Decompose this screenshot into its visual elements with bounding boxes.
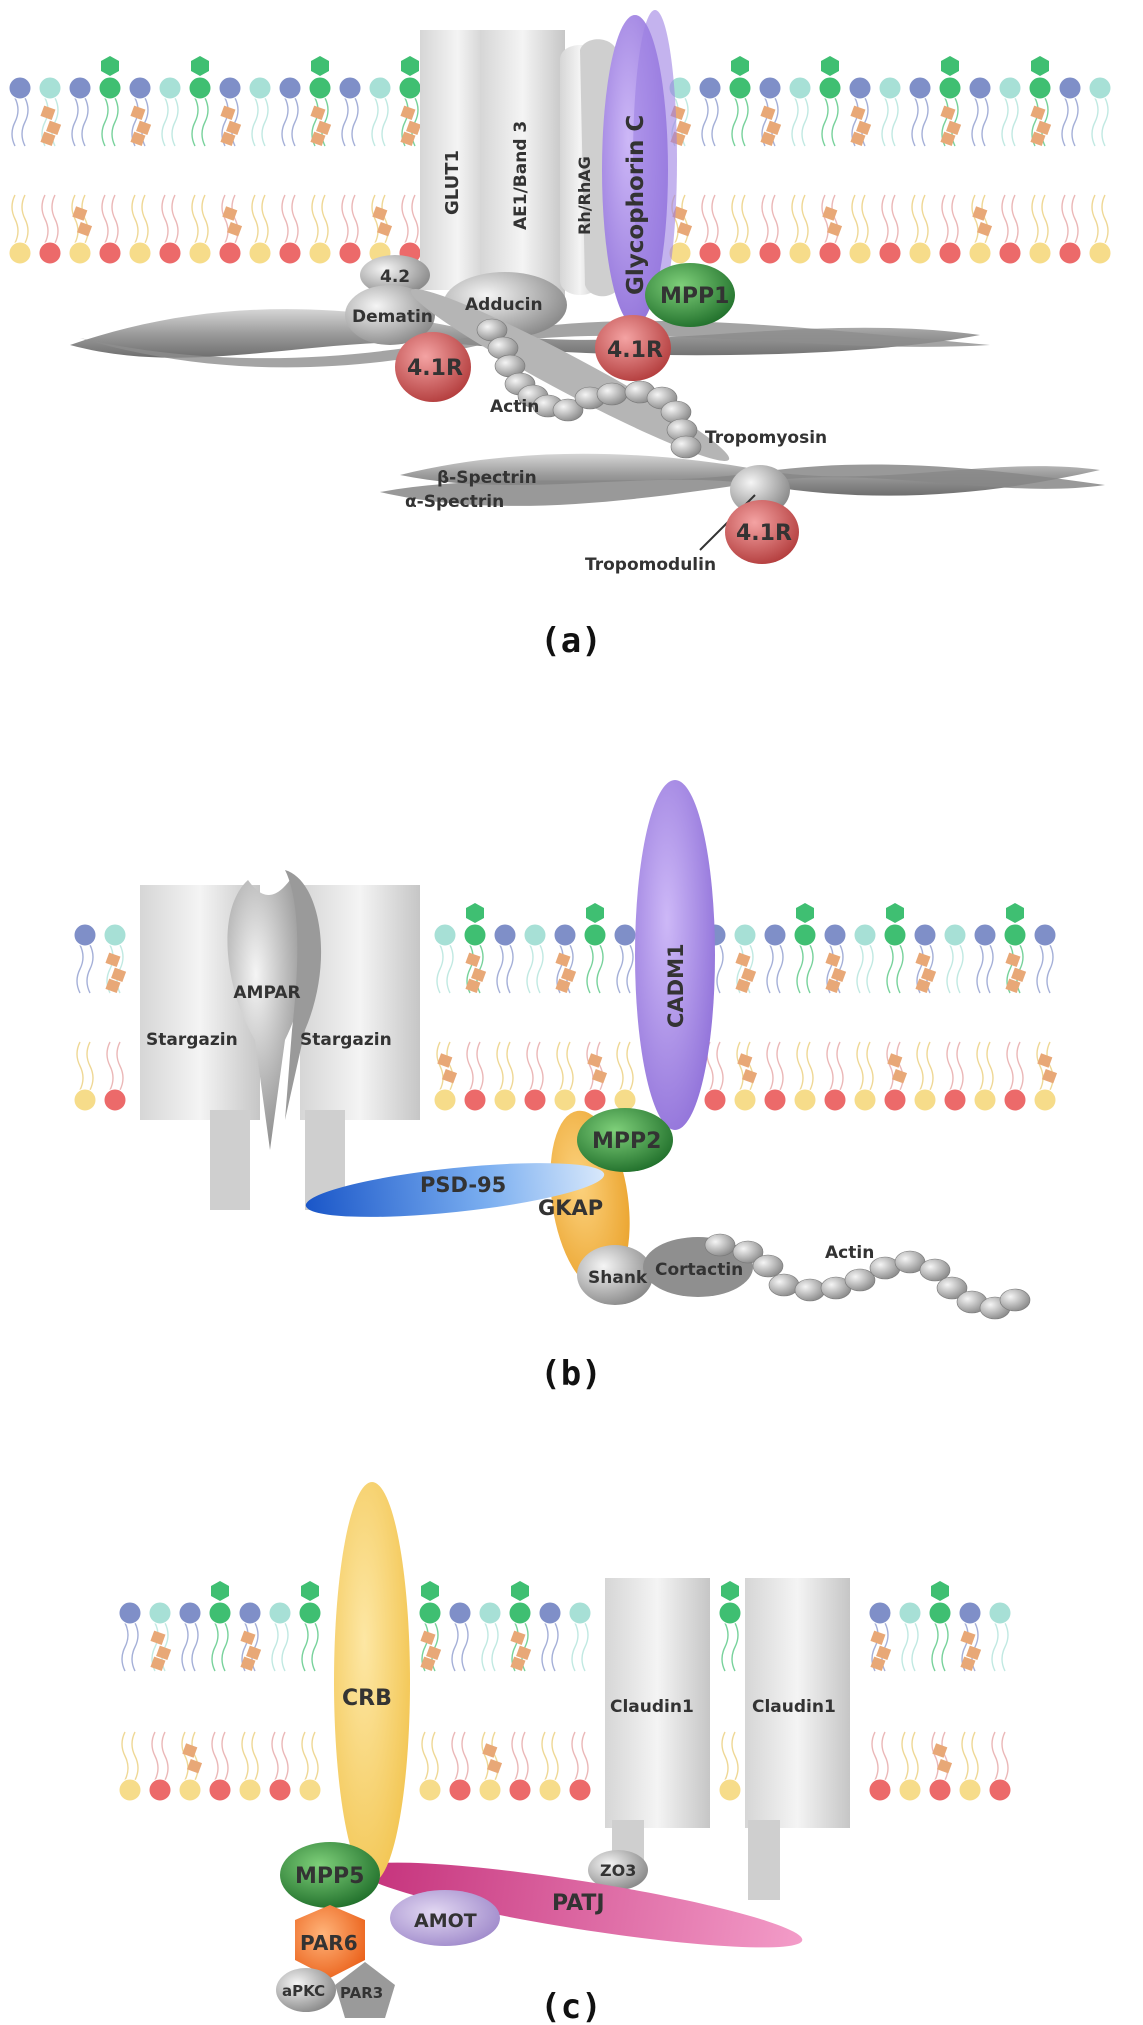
bilayer-panel-c bbox=[118, 1581, 1012, 1802]
panel-c-caption: (c) bbox=[540, 1987, 601, 2025]
glycophorin-c-label: Glycophorin C bbox=[623, 115, 649, 295]
ampar-receptor-right bbox=[285, 870, 322, 1120]
panel-a-erythrocyte-complex: GLUT1 AE1/Band 3 Rh/RhAG Glycophorin C 4… bbox=[70, 10, 1105, 661]
amot-protein bbox=[390, 1890, 500, 1946]
claudin1-right-tail bbox=[748, 1820, 780, 1900]
mpp5-protein bbox=[280, 1842, 380, 1908]
apkc-label: aPKC bbox=[282, 1982, 325, 2000]
zo3-protein bbox=[588, 1850, 648, 1890]
ampar-receptor bbox=[227, 880, 309, 1150]
patj-protein bbox=[357, 1862, 803, 1948]
actin-label-b: Actin bbox=[825, 1243, 874, 1263]
panel-a-caption: (a) bbox=[540, 621, 601, 661]
panel-b-synaptic-complex: AMPAR Stargazin Stargazin CADM1 MPP2 PSD… bbox=[140, 780, 1031, 1394]
spectrin-filament-upper-2 bbox=[80, 320, 990, 368]
stargazin-left-tail bbox=[210, 1110, 250, 1210]
claudin1-left-body bbox=[605, 1578, 710, 1828]
alpha-spectrin-label: α-Spectrin bbox=[405, 492, 504, 512]
panel-b-caption: (b) bbox=[540, 1354, 601, 1394]
psd95-protein bbox=[305, 1163, 605, 1217]
mpp5-label: MPP5 bbox=[295, 1864, 364, 1889]
par3-protein bbox=[335, 1962, 395, 2018]
ae1-band3-protein bbox=[480, 30, 565, 300]
cortactin-label: Cortactin bbox=[655, 1260, 743, 1280]
protein-4-2-label: 4.2 bbox=[380, 267, 410, 287]
band-4-1r-label-a: 4.1R bbox=[407, 356, 463, 381]
bilayer-panel-a bbox=[8, 56, 1112, 265]
lipid-bilayers bbox=[8, 56, 1112, 1802]
claudin1-left-label: Claudin1 bbox=[610, 1697, 694, 1717]
band-4-1r-protein-a bbox=[395, 332, 471, 402]
mpp2-label: MPP2 bbox=[592, 1129, 661, 1154]
adducin-label: Adducin bbox=[465, 295, 543, 315]
crb-label: CRB bbox=[342, 1686, 392, 1711]
claudin1-right-body bbox=[745, 1578, 850, 1828]
alpha-spectrin-filament bbox=[380, 464, 1105, 506]
par6-protein bbox=[295, 1905, 365, 1978]
par3-label: PAR3 bbox=[340, 1984, 383, 2002]
glut1-label: GLUT1 bbox=[442, 150, 463, 215]
actin-bead-chain-a bbox=[476, 318, 702, 459]
band-4-1r-protein-c bbox=[725, 500, 799, 564]
cadm1-label: CADM1 bbox=[664, 943, 688, 1028]
stargazin-left-label: Stargazin bbox=[146, 1030, 238, 1050]
shank-protein bbox=[577, 1245, 653, 1305]
band-4-1r-protein-b bbox=[595, 315, 671, 381]
mpp2-protein bbox=[577, 1108, 673, 1172]
claudin1-right-label: Claudin1 bbox=[752, 1697, 836, 1717]
mpp1-protein bbox=[645, 263, 735, 327]
rh-rhag-label: Rh/RhAG bbox=[575, 156, 594, 235]
actin-bead-chain-b bbox=[704, 1233, 1031, 1320]
cadm1-protein bbox=[635, 780, 715, 1130]
amot-label: AMOT bbox=[414, 1910, 477, 1932]
ampar-label: AMPAR bbox=[233, 983, 300, 1003]
bilayer-panel-b bbox=[73, 903, 1058, 1112]
dematin-label: Dematin bbox=[352, 307, 433, 327]
par6-label: PAR6 bbox=[300, 1931, 358, 1955]
crb-protein bbox=[334, 1482, 410, 1882]
band-4-1r-label-b: 4.1R bbox=[607, 338, 663, 363]
psd95-label: PSD-95 bbox=[420, 1173, 506, 1197]
glycophorin-c-protein-2 bbox=[633, 10, 677, 310]
ae1-label: AE1/Band 3 bbox=[511, 121, 531, 230]
tropomodulin-label: Tropomodulin bbox=[585, 555, 716, 575]
actin-label: Actin bbox=[490, 397, 539, 417]
beta-spectrin-label: β-Spectrin bbox=[437, 468, 537, 488]
protein-4-2 bbox=[360, 255, 430, 295]
dematin-protein bbox=[345, 285, 435, 345]
shank-label: Shank bbox=[588, 1268, 648, 1288]
band-4-1r-label-c: 4.1R bbox=[736, 521, 792, 546]
patj-label: PATJ bbox=[552, 1891, 605, 1916]
zo3-label: ZO3 bbox=[600, 1861, 636, 1880]
spectrin-filament-upper bbox=[70, 309, 980, 358]
stargazin-right-body bbox=[300, 885, 420, 1120]
apkc-protein bbox=[276, 1968, 336, 2012]
panel-c-polarity-complex: CRB Claudin1 Claudin1 ZO3 MPP5 PATJ AMOT… bbox=[276, 1482, 850, 2025]
stargazin-right-label: Stargazin bbox=[300, 1030, 392, 1050]
mpp1-label: MPP1 bbox=[660, 284, 729, 309]
gkap-label: GKAP bbox=[538, 1196, 603, 1220]
tropomyosin-label: Tropomyosin bbox=[705, 428, 827, 448]
